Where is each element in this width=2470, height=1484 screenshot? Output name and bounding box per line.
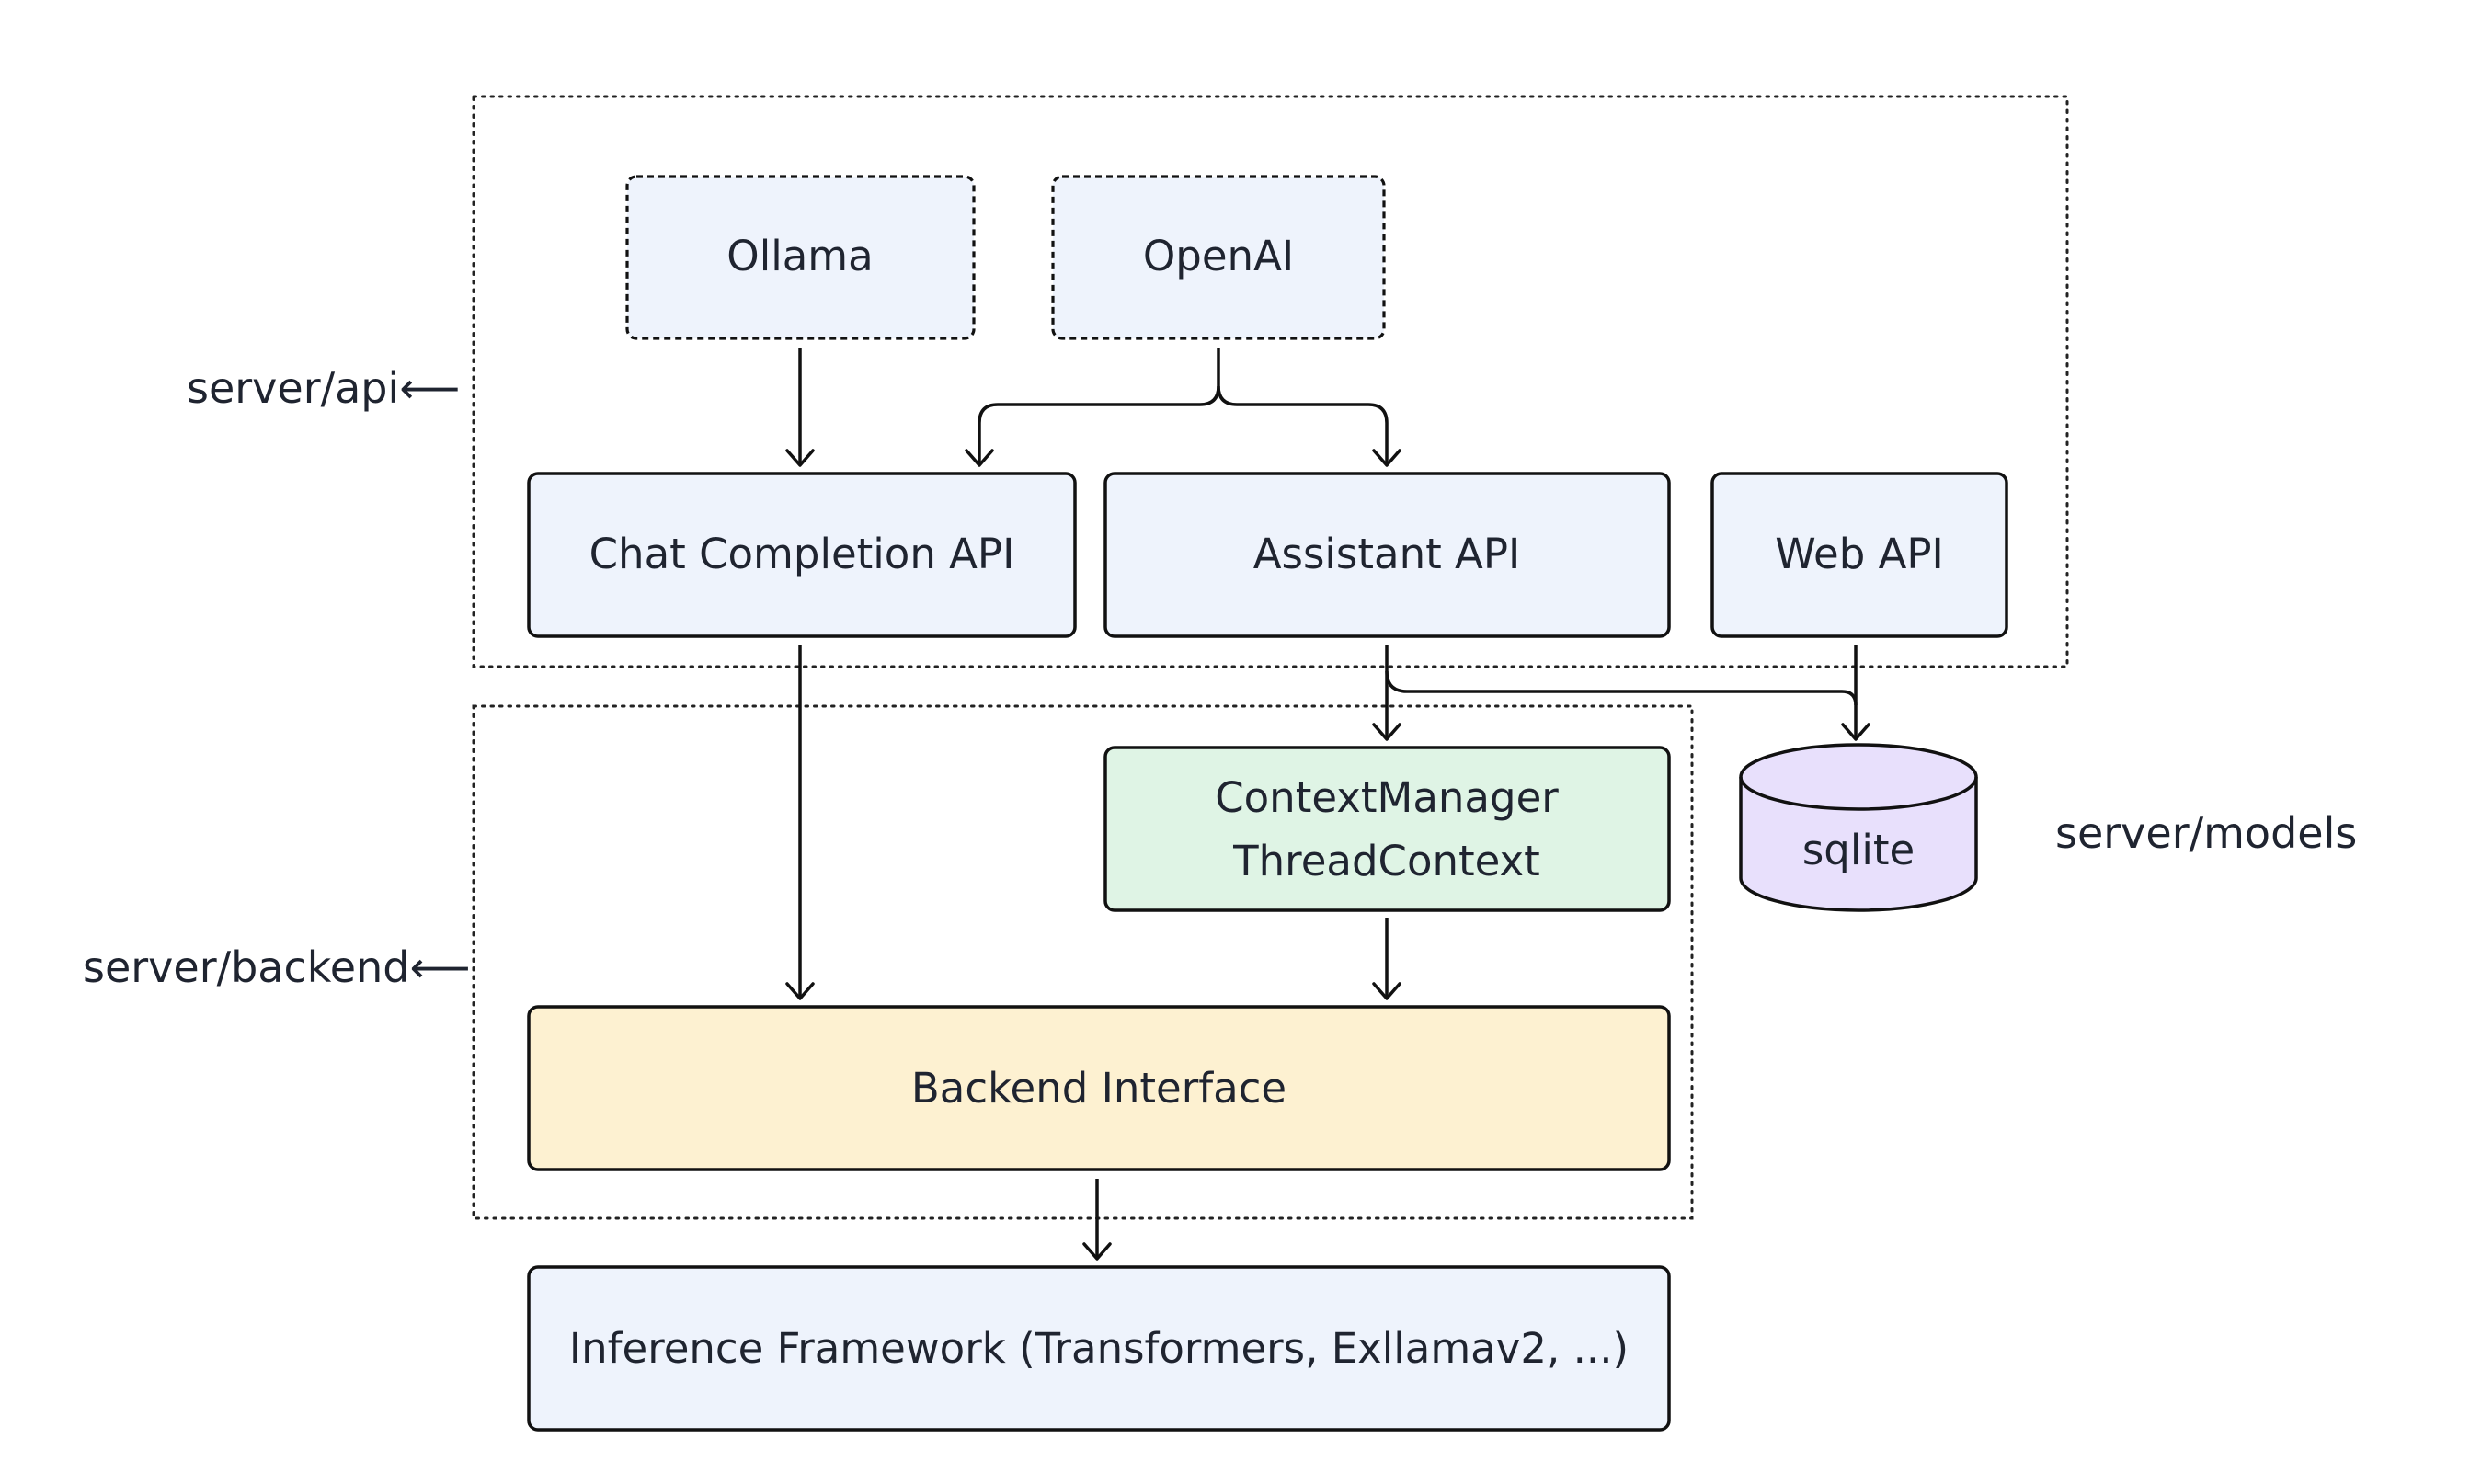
sqlite-cylinder-icon (1739, 743, 1978, 912)
node-ollama-label: Ollama (726, 232, 873, 280)
arrowhead-ollama-chat (785, 449, 815, 467)
node-context-manager: ContextManager ThreadContext (1103, 746, 1671, 912)
arrowhead-openai-assistant (1372, 449, 1401, 467)
edge-assistant-sqlite (1385, 670, 1858, 738)
node-chat-completion-api-label: Chat Completion API (589, 530, 1015, 578)
node-backend-interface: Backend Interface (527, 1005, 1671, 1171)
node-context-manager-line-2: ThreadContext (1232, 837, 1540, 885)
arrowhead-assistant-sqlite (1841, 723, 1870, 741)
arrowhead-openai-chat (965, 449, 994, 467)
node-inference-framework-label: Inference Framework (Transformers, Exlla… (569, 1324, 1629, 1373)
server-models-label: server/models (2055, 808, 2357, 858)
server-backend-label: server/backend⟵ (83, 942, 470, 992)
node-openai-label: OpenAI (1143, 232, 1294, 280)
edge-openai-split (978, 348, 1220, 464)
node-assistant-api-label: Assistant API (1253, 530, 1521, 578)
node-inference-framework: Inference Framework (Transformers, Exlla… (527, 1265, 1671, 1432)
arrowhead-context-backend (1372, 982, 1401, 1000)
node-ollama: Ollama (625, 175, 976, 340)
edge-openai-assistant (1217, 385, 1389, 464)
arrowhead-assistant-context (1372, 723, 1401, 741)
server-api-group (472, 95, 2069, 668)
node-assistant-api: Assistant API (1103, 472, 1671, 638)
node-web-api: Web API (1710, 472, 2008, 638)
arrowhead-chat-backend (785, 982, 815, 1000)
node-sqlite-label: sqlite (1802, 826, 1915, 874)
node-openai: OpenAI (1051, 175, 1386, 340)
arrowhead-backend-inference (1082, 1242, 1112, 1261)
server-backend-group (472, 704, 1694, 1220)
node-backend-interface-label: Backend Interface (911, 1064, 1286, 1113)
node-context-manager-line-1: ContextManager (1215, 773, 1559, 822)
sqlite-cylinder-rim (1739, 776, 1978, 811)
node-web-api-label: Web API (1775, 530, 1944, 578)
node-chat-completion-api: Chat Completion API (527, 472, 1077, 638)
node-sqlite: sqlite (1739, 743, 1978, 912)
server-api-label: server/api⟵ (187, 363, 460, 413)
edges (785, 348, 1870, 1261)
